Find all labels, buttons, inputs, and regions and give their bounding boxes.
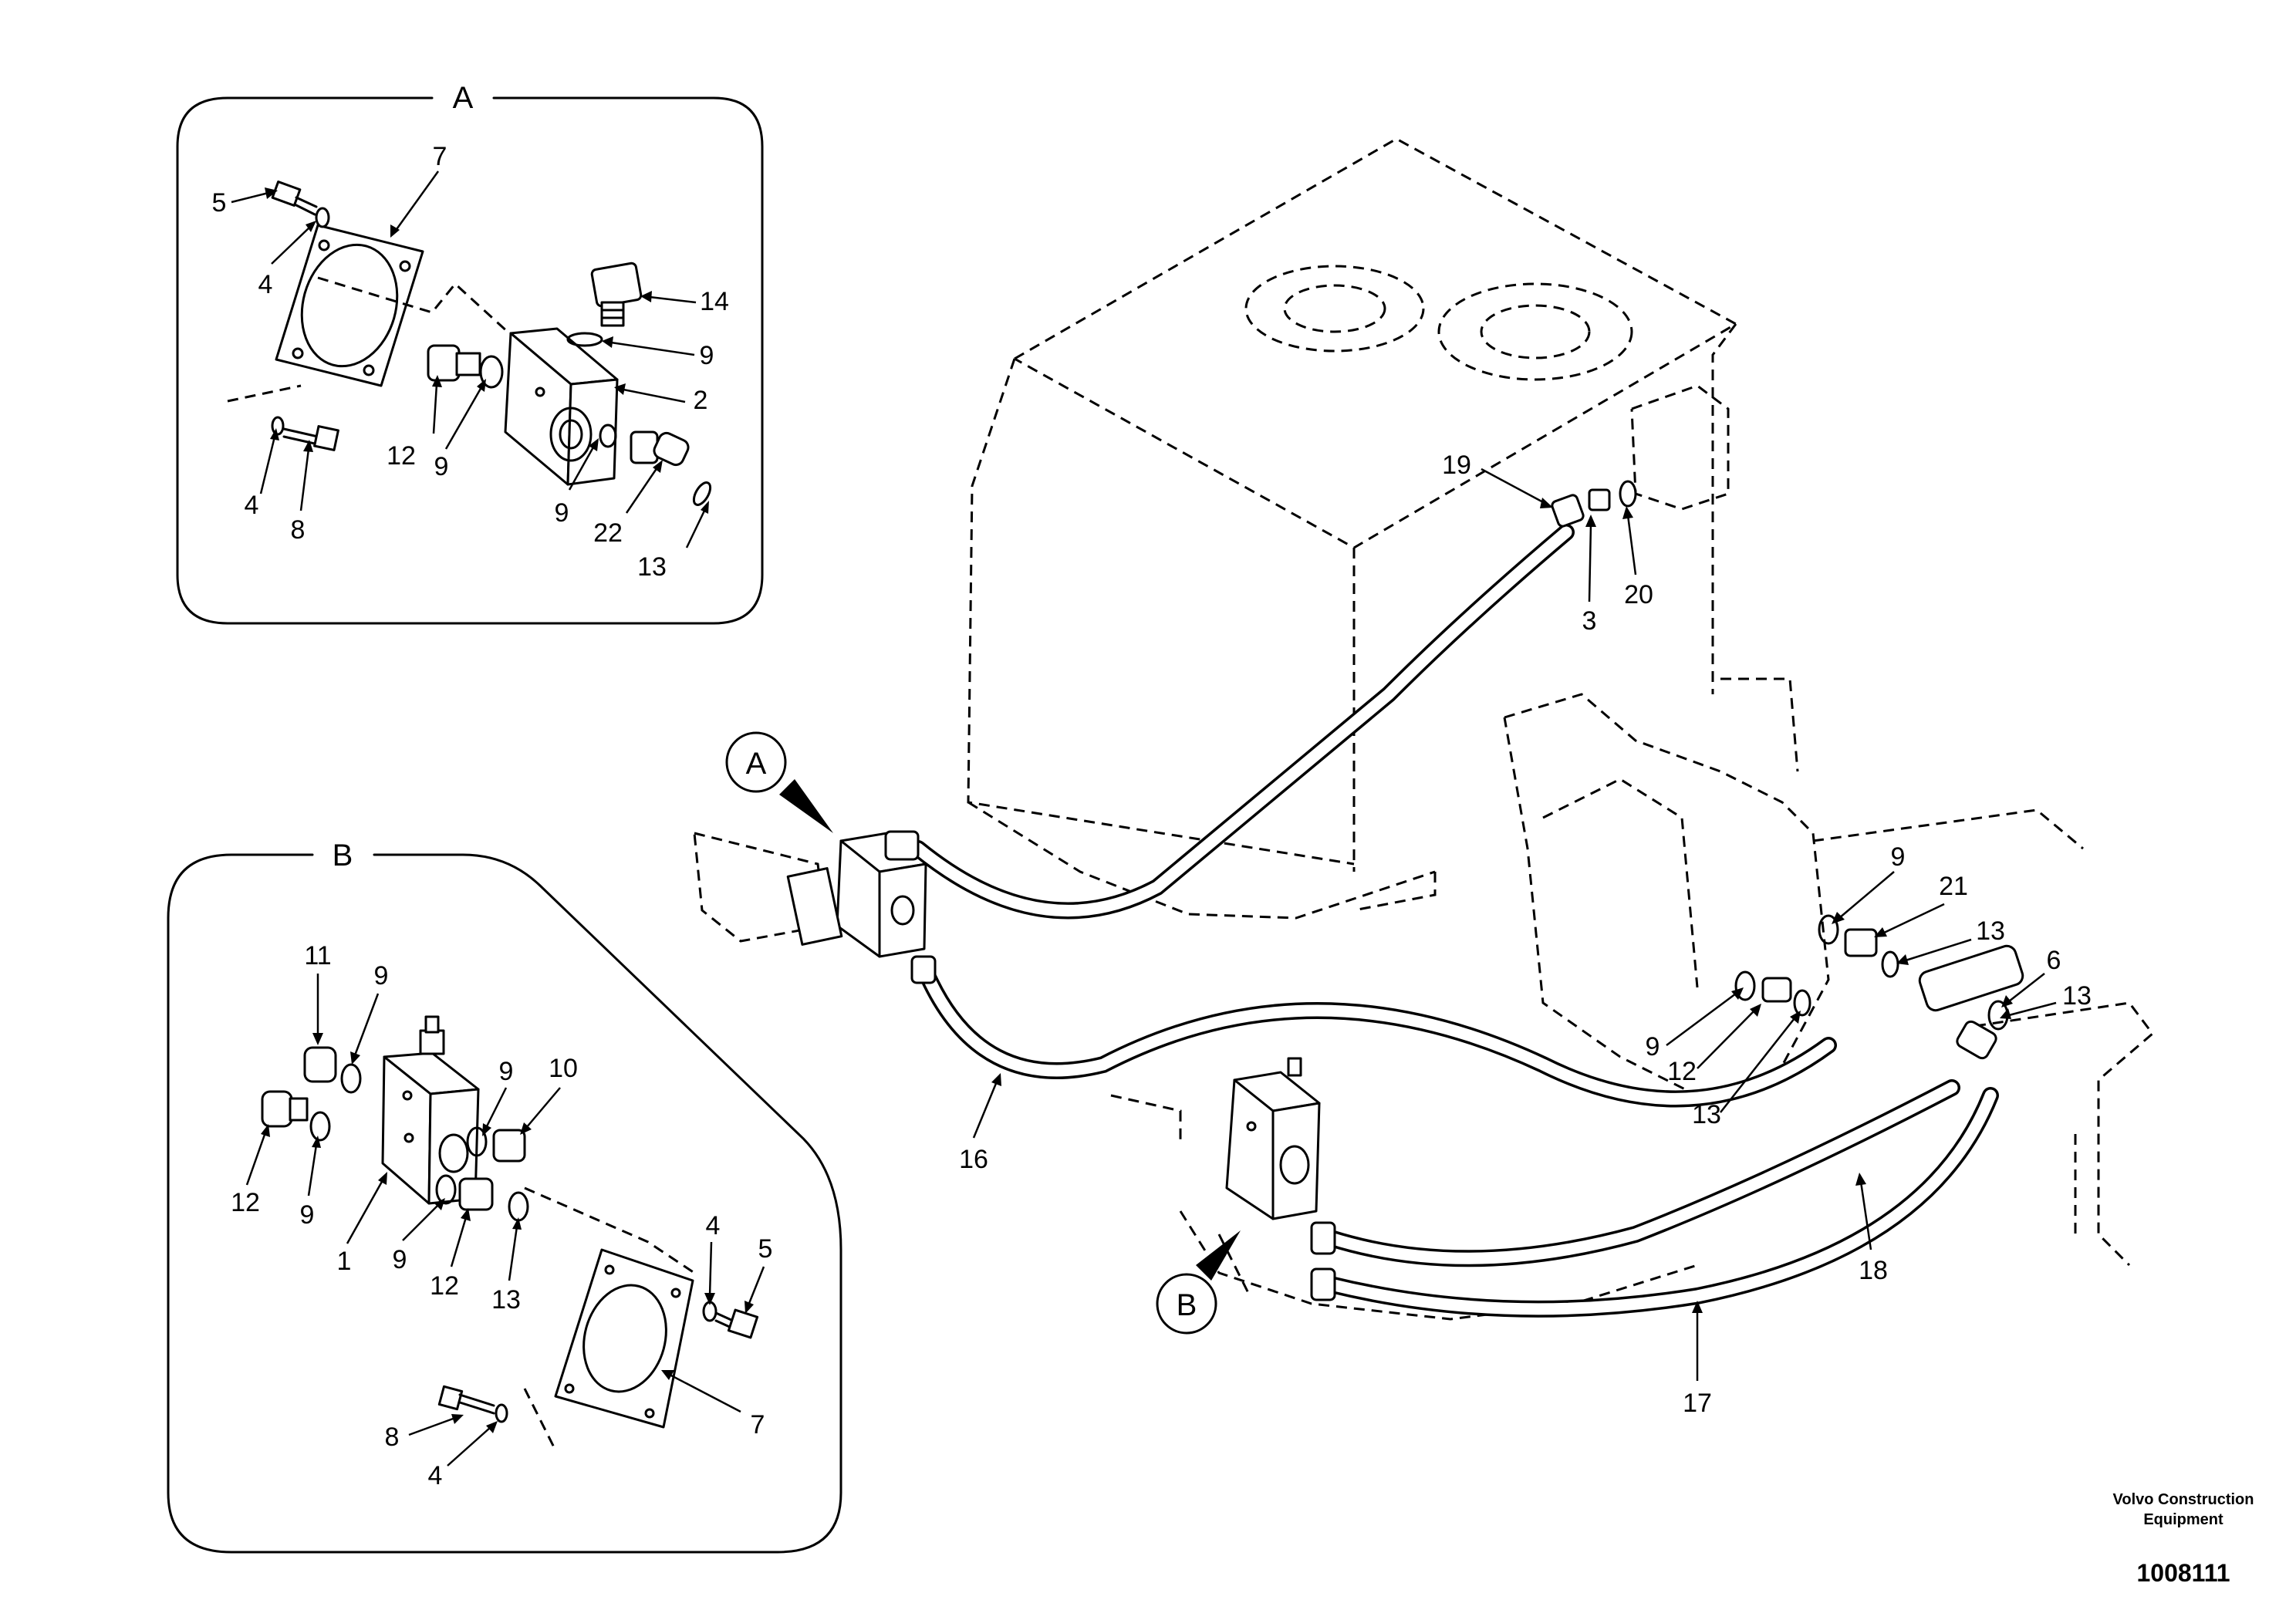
label-a-9b: 9: [434, 452, 449, 481]
label-a-9: 9: [700, 341, 714, 370]
label-a-4: 4: [258, 270, 273, 299]
label-a-22: 22: [593, 518, 623, 548]
label-b-1: 1: [337, 1247, 352, 1276]
label-20: 20: [1624, 580, 1653, 609]
label-17: 17: [1683, 1389, 1712, 1418]
label-a-2: 2: [694, 386, 708, 415]
label-b-4b: 4: [428, 1461, 443, 1490]
callout-b-circle: [1156, 1273, 1217, 1335]
tube-6: [1918, 944, 2024, 1012]
label-a-14: 14: [700, 287, 729, 316]
label-b-10: 10: [549, 1054, 578, 1083]
label-a-8: 8: [291, 515, 306, 545]
label-b-9: 9: [374, 961, 389, 991]
label-12-main: 12: [1667, 1057, 1697, 1086]
label-16: 16: [959, 1145, 988, 1174]
label-b-9d: 9: [393, 1245, 407, 1274]
detail-b-panel: B: [167, 839, 842, 1554]
label-13-main-c: 13: [1692, 1100, 1721, 1129]
label-19: 19: [1442, 451, 1471, 480]
callout-b-arrow: [1196, 1230, 1241, 1281]
label-13-main-b: 13: [2062, 981, 2092, 1011]
callout-b-label: B: [1177, 1288, 1197, 1322]
label-a-9c: 9: [555, 498, 569, 528]
label-b-12: 12: [231, 1188, 260, 1217]
label-b-9c: 9: [300, 1200, 315, 1230]
label-b-11: 11: [304, 941, 331, 970]
detail-a-title: A: [453, 81, 474, 115]
detail-b-title: B: [333, 839, 353, 872]
label-9-main: 9: [1891, 842, 1906, 872]
main-assembly: 19 3 20 9 21 13 6 13 9 12 13 16 18 17 A …: [693, 137, 2155, 1418]
label-6: 6: [2047, 946, 2061, 975]
elbow-fitting-14: [590, 262, 643, 308]
callout-a-label: A: [746, 747, 767, 781]
footer-company-line2: Equipment: [2143, 1511, 2223, 1528]
label-3: 3: [1582, 606, 1597, 636]
footer-company-line1: Volvo Construction: [2113, 1491, 2254, 1508]
label-b-7: 7: [751, 1410, 765, 1439]
label-9-main-b: 9: [1646, 1032, 1660, 1061]
label-b-8: 8: [385, 1423, 400, 1452]
hose-19: [910, 524, 1575, 920]
callout-a-circle: [725, 731, 787, 793]
label-b-4: 4: [706, 1211, 721, 1240]
label-a-5: 5: [212, 188, 227, 218]
label-b-5: 5: [758, 1234, 773, 1264]
flange-plate-7b: [554, 1248, 694, 1429]
flange-plate-7: [275, 224, 424, 387]
label-b-12b: 12: [430, 1271, 459, 1301]
label-b-9b: 9: [499, 1057, 514, 1086]
detail-a-panel: A: [176, 81, 764, 625]
label-13-main: 13: [1976, 916, 2005, 946]
callout-a-arrow: [779, 779, 833, 833]
label-18: 18: [1859, 1256, 1888, 1285]
label-a-12: 12: [387, 441, 416, 471]
label-a-13: 13: [637, 552, 667, 582]
label-a-7: 7: [433, 142, 447, 171]
document-number: 1008111: [2136, 1559, 2230, 1587]
label-a-4b: 4: [245, 491, 259, 520]
label-21: 21: [1939, 872, 1968, 901]
label-b-13: 13: [491, 1285, 521, 1315]
